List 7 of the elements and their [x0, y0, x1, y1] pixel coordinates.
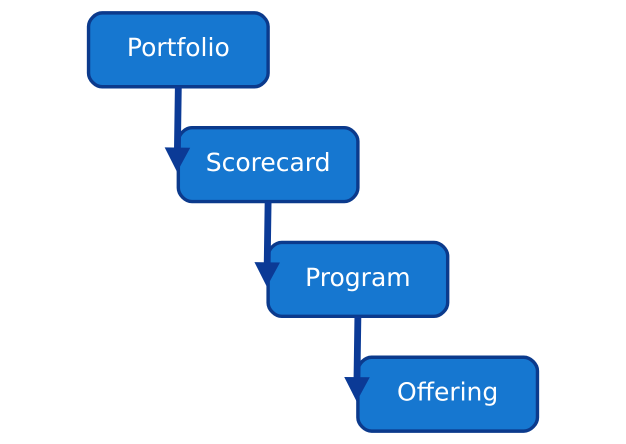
node-box: Offering	[356, 356, 540, 433]
arrow	[344, 316, 370, 402]
arrow	[164, 86, 190, 172]
node-box: Portfolio	[86, 11, 270, 88]
node-box: Program	[266, 240, 450, 318]
arrow	[254, 202, 280, 287]
node-box: Scorecard	[176, 126, 360, 204]
